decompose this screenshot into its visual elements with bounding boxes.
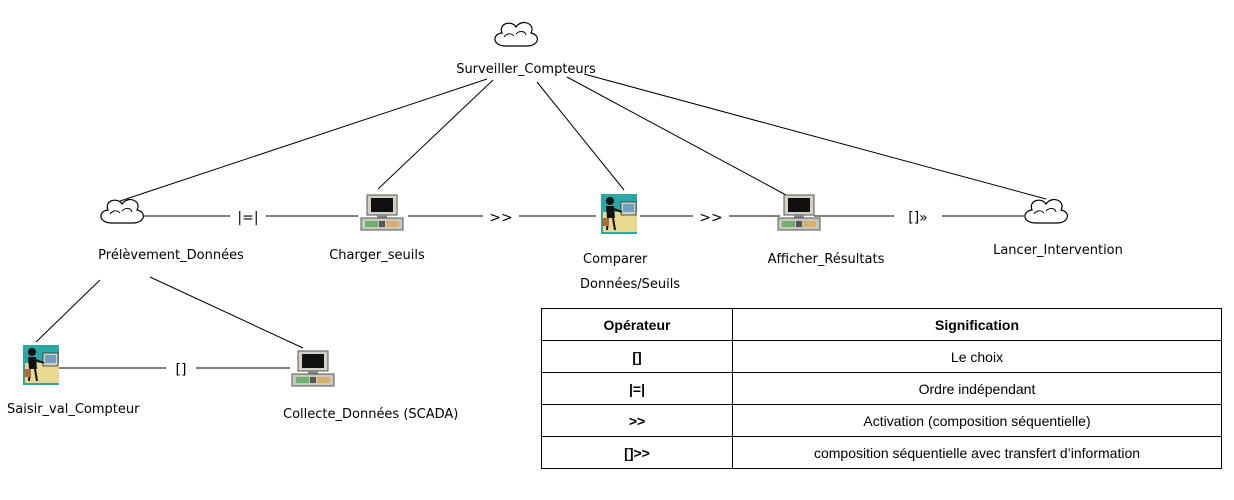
- edge-root-charger: [377, 79, 494, 190]
- legend-meaning: Activation (composition séquentielle): [732, 404, 1222, 437]
- legend-operator: >>: [541, 404, 733, 437]
- svg-text:>>: >>: [489, 210, 512, 226]
- operator-afficher-lancer: []»: [894, 206, 942, 226]
- task-node-comparer[interactable]: Comparer Données/Seuils: [580, 193, 680, 292]
- legend-header-meaning: Signification: [732, 308, 1222, 341]
- task-label: Surveiller_Compteurs: [456, 62, 596, 77]
- legend-operator: |=|: [541, 372, 733, 405]
- legend-row: [] Le choix: [541, 340, 1222, 373]
- task-label: Charger_seuils: [329, 248, 425, 263]
- task-node-charger-seuils[interactable]: Charger_seuils: [329, 194, 425, 263]
- task-label: Afficher_Résultats: [768, 252, 885, 267]
- svg-text:|=|: |=|: [237, 210, 258, 226]
- task-label: Collecte_Données (SCADA): [283, 407, 458, 422]
- computer-icon: [291, 350, 335, 387]
- operator-saisir-collecte: []: [166, 357, 196, 378]
- edge-root-prelevement: [119, 78, 488, 202]
- task-node-prelevement-donnees[interactable]: Prélèvement_Données: [98, 198, 244, 263]
- svg-text:>>: >>: [699, 210, 722, 226]
- legend-operator: []: [541, 340, 733, 373]
- computer-icon: [360, 194, 404, 231]
- task-node-collecte-donnees[interactable]: Collecte_Données (SCADA): [283, 350, 458, 422]
- task-label-line1: Comparer: [583, 252, 648, 267]
- legend-row: >> Activation (composition séquentielle): [541, 404, 1222, 437]
- edge-root-comparer: [536, 81, 625, 191]
- edge-prelevement-saisir: [35, 279, 101, 343]
- operator-legend-table: Opérateur Signification [] Le choix |=| …: [541, 308, 1222, 469]
- legend-header-operator: Opérateur: [541, 308, 733, 341]
- edge-root-afficher: [566, 76, 787, 196]
- legend-meaning: Le choix: [732, 340, 1222, 373]
- legend-meaning: Ordre indépendant: [732, 372, 1222, 405]
- legend-row: |=| Ordre indépendant: [541, 372, 1222, 405]
- svg-text:[]: []: [176, 362, 187, 378]
- task-node-lancer-intervention[interactable]: Lancer_Intervention: [993, 198, 1123, 258]
- operator-prelevement-charger: |=|: [230, 206, 266, 226]
- cloud-icon: [100, 198, 145, 224]
- task-node-saisir-val-compteur[interactable]: Saisir_val_Compteur: [7, 344, 140, 417]
- user-at-computer-icon: [22, 344, 60, 386]
- cloud-icon: [494, 21, 539, 47]
- edge-root-lancer: [583, 73, 1047, 200]
- legend-header-row: Opérateur Signification: [541, 308, 1222, 341]
- edge-prelevement-collecte: [149, 276, 304, 349]
- legend-row: []>> composition séquentielle avec trans…: [541, 436, 1222, 469]
- task-label: Saisir_val_Compteur: [7, 402, 140, 417]
- legend-operator: []>>: [541, 436, 733, 469]
- task-node-afficher-resultats[interactable]: Afficher_Résultats: [768, 194, 885, 267]
- computer-icon: [777, 194, 821, 231]
- task-label: Prélèvement_Données: [98, 248, 244, 263]
- legend-meaning: composition séquentielle avec transfert …: [732, 436, 1222, 469]
- user-at-computer-icon: [600, 193, 638, 235]
- cloud-icon: [1024, 198, 1069, 224]
- operator-charger-comparer: >>: [483, 206, 519, 226]
- task-label-line2: Données/Seuils: [580, 277, 680, 292]
- svg-text:[]»: []»: [908, 210, 928, 226]
- operator-comparer-afficher: >>: [693, 206, 729, 226]
- task-node-surveiller-compteurs[interactable]: Surveiller_Compteurs: [456, 21, 596, 77]
- task-label: Lancer_Intervention: [993, 243, 1123, 258]
